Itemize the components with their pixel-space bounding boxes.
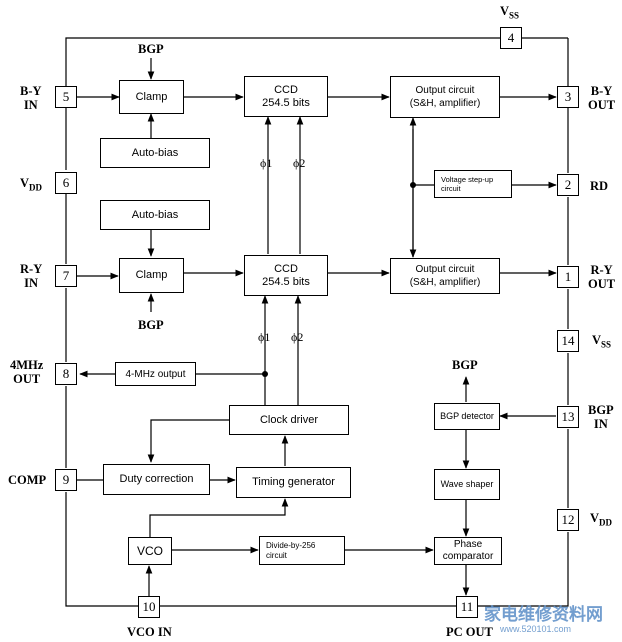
- junction-dot-4mhz: [262, 371, 268, 377]
- pin-12: 12: [557, 509, 579, 531]
- pin-4: 4: [500, 27, 522, 49]
- rail-left: [65, 37, 500, 86]
- label-vss-top: VSS: [500, 4, 520, 21]
- pin-3: 3: [557, 86, 579, 108]
- pin-2: 2: [557, 174, 579, 196]
- label-comp: COMP: [8, 473, 47, 487]
- block-autobias-mid: Auto-bias: [100, 200, 210, 230]
- pin-8: 8: [55, 363, 77, 385]
- block-duty-correction: Duty correction: [103, 464, 210, 495]
- pin-9: 9: [55, 469, 77, 491]
- label-vdd-left: VDD: [20, 176, 43, 193]
- block-vco: VCO: [128, 537, 172, 565]
- label-vdd-right: VDD: [590, 511, 613, 528]
- wire-clockdriver-duty: [147, 419, 229, 463]
- block-clock-driver: Clock driver: [229, 405, 349, 435]
- pin-6: 6: [55, 172, 77, 194]
- block-output-top: Output circuit(S&H, amplifier): [390, 76, 500, 118]
- block-bgp-detector: BGP detector: [434, 403, 500, 430]
- block-wave-shaper: Wave shaper: [434, 469, 500, 500]
- block-output-mid: Output circuit(S&H, amplifier): [390, 258, 500, 294]
- label-vco-in: VCO IN: [127, 625, 172, 639]
- block-timing-generator: Timing generator: [236, 467, 351, 498]
- pin-11: 11: [456, 596, 478, 618]
- label-phi2-mid: ϕ2: [291, 330, 304, 344]
- pin-14: 14: [557, 330, 579, 352]
- wire-vco-timing: [149, 498, 289, 537]
- label-bgp-top: BGP: [138, 42, 164, 56]
- block-4mhz-output: 4-MHz output: [115, 362, 196, 386]
- block-autobias-top: Auto-bias: [100, 138, 210, 168]
- label-rd: RD: [590, 179, 609, 193]
- label-phi1-top: ϕ1: [260, 156, 273, 170]
- rail-left-bottom: [65, 492, 138, 607]
- pin-1: 1: [557, 266, 579, 288]
- block-clamp-top: Clamp: [119, 80, 184, 114]
- label-phi2-top: ϕ2: [293, 156, 306, 170]
- label-phi1-mid: ϕ1: [258, 330, 271, 344]
- label-bgp-mid: BGP: [138, 318, 164, 332]
- label-pc-out: PC OUT: [446, 625, 493, 639]
- block-clamp-mid: Clamp: [119, 258, 184, 293]
- pin-13: 13: [557, 406, 579, 428]
- rail-bottom-right: [478, 532, 569, 607]
- watermark-url: www.520101.com: [500, 624, 572, 634]
- pin-7: 7: [55, 265, 77, 287]
- pin-10: 10: [138, 596, 160, 618]
- label-vss-right: VSS: [592, 333, 612, 350]
- watermark-title: 家电维修资料网: [484, 605, 603, 624]
- label-bgp-out: BGP: [452, 358, 478, 372]
- junction-dot-stepup: [410, 182, 416, 188]
- pin-5: 5: [55, 86, 77, 108]
